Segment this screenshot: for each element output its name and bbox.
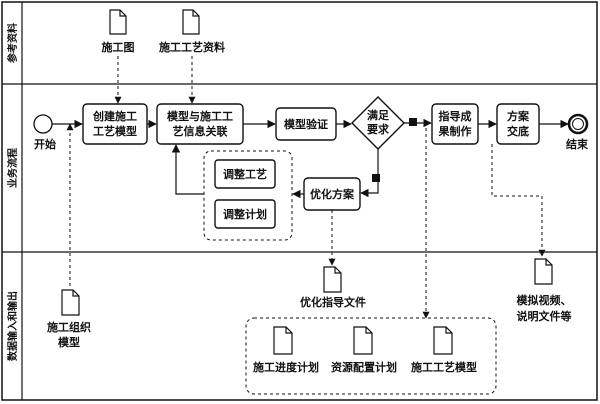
flow-decision-optimize <box>360 149 379 198</box>
lane-business-label: 业务流程 <box>6 148 19 188</box>
task-verify-model: 模型验证 <box>275 107 337 141</box>
start-event <box>33 114 53 134</box>
doc-resource: 资源配置计划 <box>331 326 397 374</box>
decision-no-marker <box>372 174 380 182</box>
assoc-guide-video <box>491 144 546 257</box>
doc-resource-label: 资源配置计划 <box>331 360 397 374</box>
task-verify-model-label: 模型验证 <box>284 117 328 131</box>
adjust-group <box>203 150 293 241</box>
doc-schedule: 施工进度计划 <box>253 326 319 374</box>
doc-construction-drawing: 施工图 <box>102 9 135 54</box>
doc-process-model: 施工工艺模型 <box>411 326 477 374</box>
decision-line1: 满足 <box>367 108 390 122</box>
doc-process-model-label: 施工工艺模型 <box>411 360 477 374</box>
task-optimize-plan: 优化方案 <box>303 177 361 211</box>
decision-yes-marker <box>409 118 417 126</box>
doc-sim-video-line1: 模拟视频、 <box>517 293 572 307</box>
doc-process-data: 施工工艺资料 <box>159 9 225 54</box>
task-create-model-line2: 工艺模型 <box>93 124 137 138</box>
task-adjust-process-label: 调整工艺 <box>223 167 267 181</box>
task-adjust-process: 调整工艺 <box>214 159 276 189</box>
flow-adjust-link <box>171 144 204 195</box>
decision-gateway: 满足 要求 <box>351 96 405 150</box>
task-create-model: 创建施工 工艺模型 <box>82 103 148 145</box>
doc-construction-drawing-label: 施工图 <box>102 40 135 54</box>
task-guide-output: 指导成 果制作 <box>431 103 479 145</box>
lane-reference-label: 参考资料 <box>6 23 19 63</box>
task-adjust-plan-label: 调整计划 <box>223 207 267 221</box>
task-link-model: 模型与施工工 艺信息关联 <box>156 103 244 145</box>
doc-optimize-guide: 优化指导文件 <box>300 266 366 309</box>
doc-sim-video: 模拟视频、 说明文件等 <box>517 258 572 323</box>
task-link-model-line2: 艺信息关联 <box>173 124 228 138</box>
task-adjust-plan: 调整计划 <box>214 199 276 229</box>
output-doc-group <box>245 317 497 395</box>
task-link-model-line1: 模型与施工工 <box>167 109 233 123</box>
decision-line2: 要求 <box>367 122 390 136</box>
end-label: 结束 <box>565 137 589 151</box>
doc-schedule-label: 施工进度计划 <box>253 360 319 374</box>
task-plan-delivery-line1: 方案 <box>507 109 530 123</box>
doc-org-model: 施工组织 模型 <box>47 289 91 349</box>
end-event <box>567 113 589 135</box>
doc-org-model-line2: 模型 <box>58 335 80 349</box>
task-plan-delivery: 方案 交底 <box>496 103 540 145</box>
doc-sim-video-line2: 说明文件等 <box>517 309 572 323</box>
doc-process-data-label: 施工工艺资料 <box>159 40 225 54</box>
start-label: 开始 <box>34 137 56 151</box>
task-plan-delivery-line2: 交底 <box>507 124 529 138</box>
task-optimize-plan-label: 优化方案 <box>310 187 355 201</box>
end-event-inner <box>572 118 584 130</box>
task-guide-output-line1: 指导成 <box>439 109 472 123</box>
task-guide-output-line2: 果制作 <box>438 124 472 138</box>
lane-data-io-label: 数据输入和输出 <box>6 291 19 361</box>
doc-org-model-line1: 施工组织 <box>47 320 91 334</box>
doc-optimize-guide-label: 优化指导文件 <box>300 295 366 309</box>
task-create-model-line1: 创建施工 <box>92 109 137 123</box>
